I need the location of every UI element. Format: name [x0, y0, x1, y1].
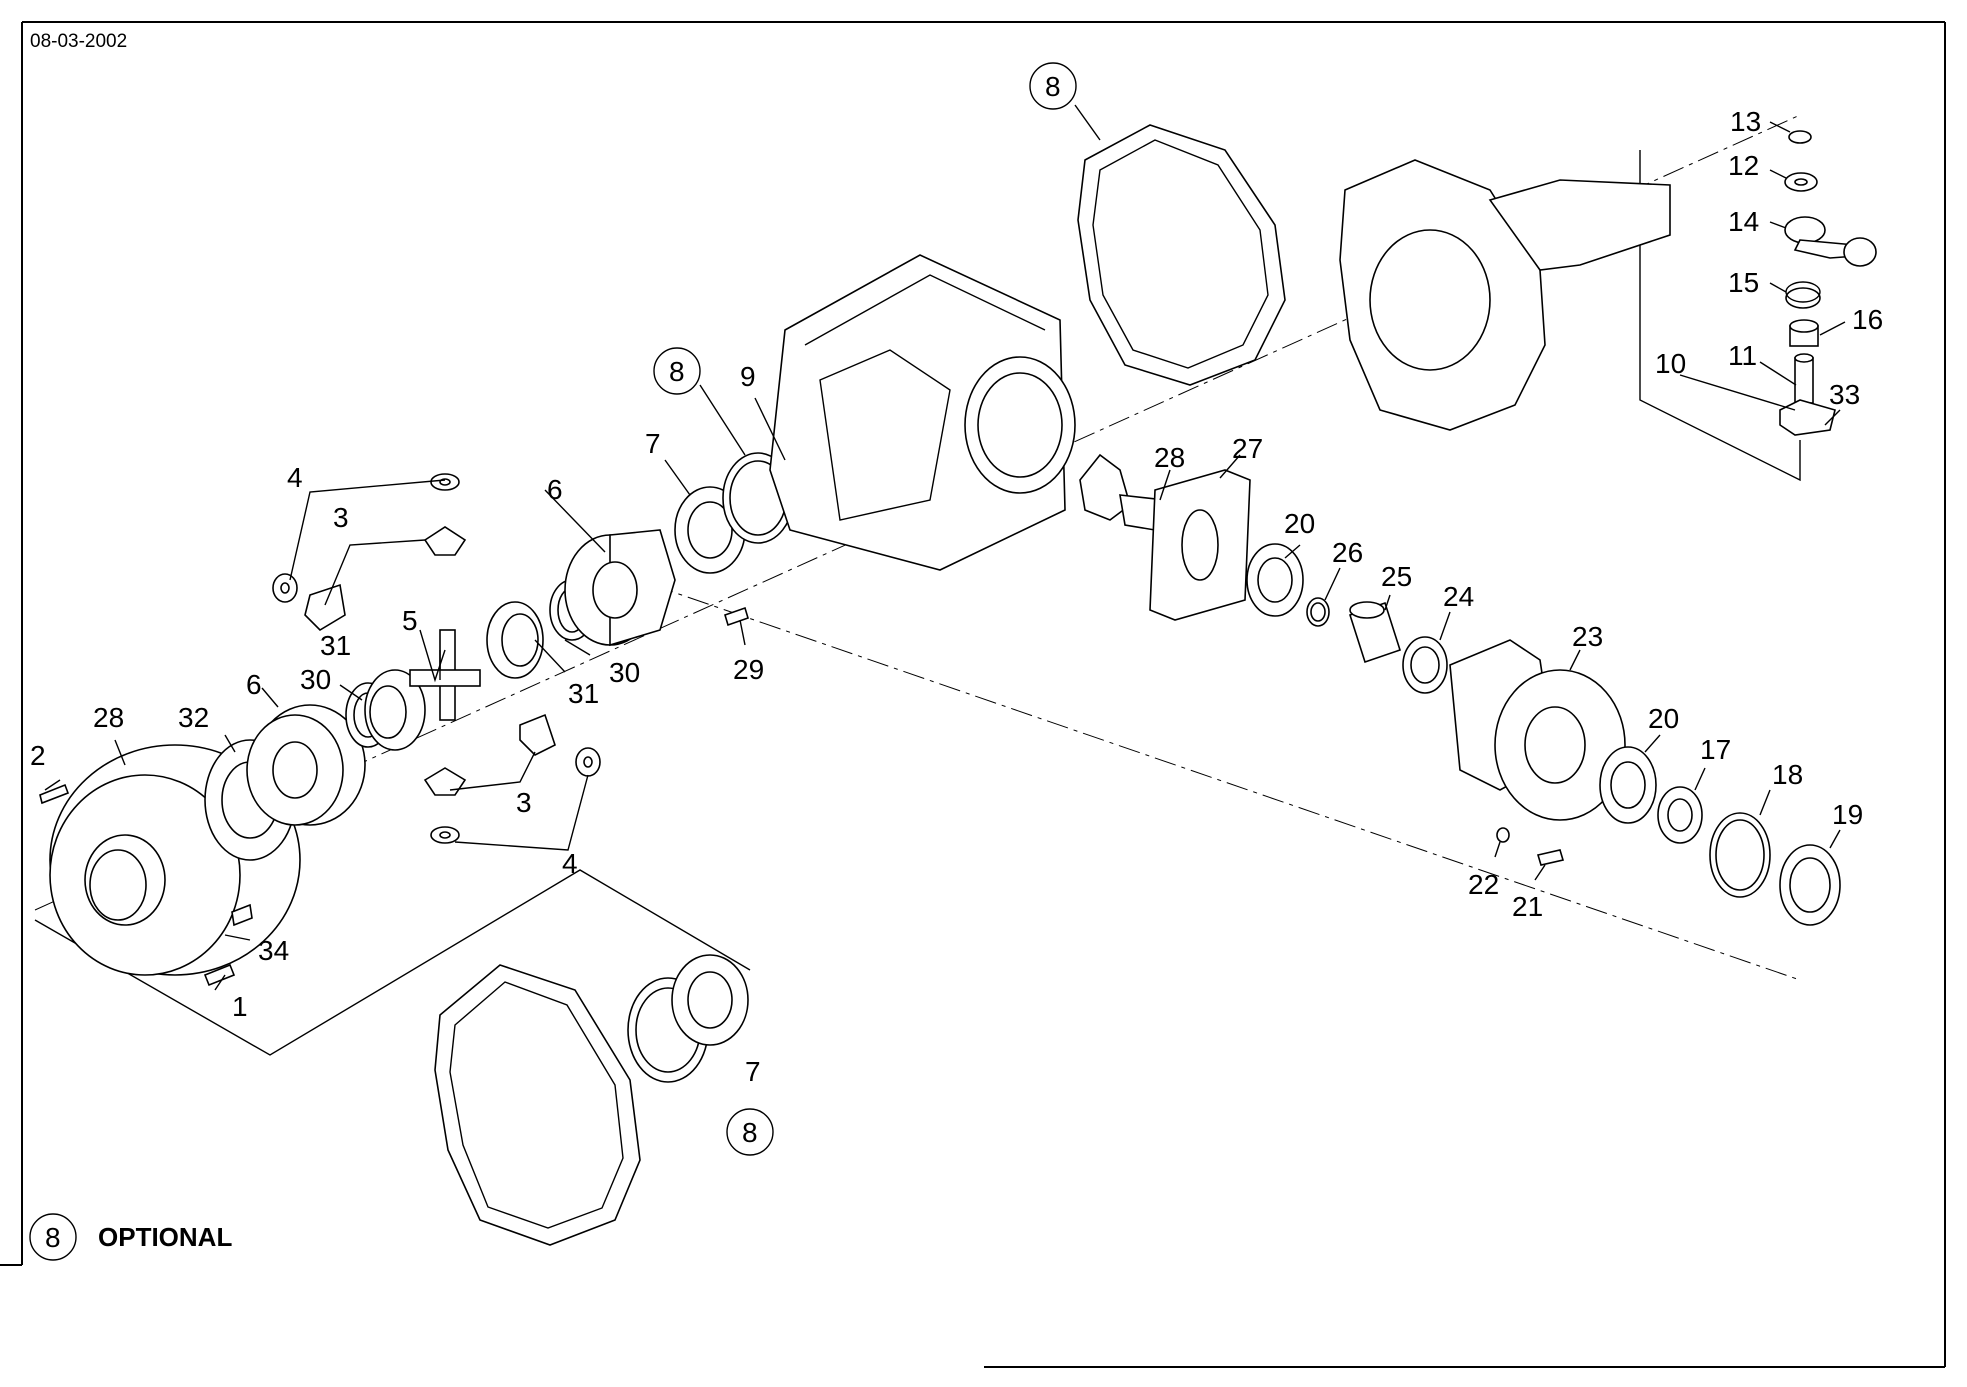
callout-15: 15 [1728, 267, 1759, 298]
part-27-flange-plate [1149, 469, 1251, 621]
part-1-bolt [203, 963, 236, 987]
callout-25: 25 [1381, 561, 1412, 592]
callout-30: 30 [300, 664, 331, 695]
part-20-bearing-right [1599, 746, 1657, 824]
part-24-oil-seal [1402, 636, 1448, 694]
part-3-pinion-gear-right [519, 713, 556, 756]
callout-5: 5 [402, 605, 418, 636]
callout-16: 16 [1852, 304, 1883, 335]
callout-22: 22 [1468, 869, 1499, 900]
callout-7: 7 [645, 428, 661, 459]
part-8-gasket-top [1077, 124, 1286, 386]
callout-2: 2 [30, 740, 46, 771]
callout-11: 11 [1728, 340, 1757, 371]
date-stamp: 08-03-2002 [30, 31, 127, 52]
callout-3: 3 [333, 502, 349, 533]
callout-13: 13 [1730, 106, 1761, 137]
marker-8-legend [29, 1213, 77, 1261]
part-4-washer-left [272, 573, 298, 603]
part-16-bushing [1789, 319, 1819, 347]
callout-30: 30 [609, 657, 640, 688]
callout-10: 10 [1655, 348, 1686, 379]
sheet-border [0, 21, 1946, 1368]
callout-32: 32 [178, 702, 209, 733]
callout-29: 29 [733, 654, 764, 685]
callout-33: 33 [1829, 379, 1860, 410]
part-29-bolt [724, 606, 749, 627]
part-17-nut [1657, 786, 1703, 844]
legend-text: OPTIONAL [98, 1222, 232, 1252]
leader-lines [44, 104, 1846, 991]
part-6-diff-case-right [564, 529, 676, 647]
callout-19: 19 [1832, 799, 1863, 830]
callout-26: 26 [1332, 537, 1363, 568]
part-13-clip [1788, 130, 1812, 144]
part-22-washer [1496, 827, 1510, 843]
callout-24: 24 [1443, 581, 1474, 612]
callout-7: 7 [745, 1056, 761, 1087]
part-8-gasket-bottom [434, 964, 641, 1246]
callout-8: 8 [669, 356, 685, 387]
marker-8-bottom [726, 1108, 774, 1156]
callout-20: 20 [1648, 703, 1679, 734]
callout-8: 8 [1045, 71, 1061, 102]
callout-23: 23 [1572, 621, 1603, 652]
marker-8-top [1029, 62, 1077, 110]
callout-28: 28 [1154, 442, 1185, 473]
callout-9: 9 [740, 361, 756, 392]
marker-8-mid [653, 347, 701, 395]
callout-31: 31 [568, 678, 599, 709]
part-19-seal-ring [1779, 844, 1841, 926]
callout-14: 14 [1728, 206, 1759, 237]
callout-21: 21 [1512, 891, 1543, 922]
part-3-pinion-gear-top [423, 526, 467, 556]
callout-31: 31 [320, 630, 351, 661]
part-3-pinion-gear-bottom [423, 767, 467, 796]
part-34-lock-plate [231, 903, 253, 927]
callout-8: 8 [742, 1117, 758, 1148]
part-18-circlip [1709, 812, 1771, 898]
part-25-spacer-sleeve [1348, 601, 1402, 664]
part-4-washer-right [575, 747, 601, 777]
callout-34: 34 [258, 935, 289, 966]
part-31-side-gear-left [364, 669, 426, 751]
axle-housing-center [769, 254, 1076, 571]
callout-27: 27 [1232, 433, 1263, 464]
part-2-pin [39, 783, 70, 805]
part-4-washer-bottom [430, 826, 460, 844]
part-26-snap-ring [1306, 597, 1330, 627]
callout-1: 1 [232, 991, 248, 1022]
part-33-base-plate [1779, 399, 1836, 436]
part-31-side-gear-right [486, 601, 544, 679]
callout-18: 18 [1772, 759, 1803, 790]
part-20-bearing-left [1246, 543, 1304, 617]
callout-20: 20 [1284, 508, 1315, 539]
part-7-bearing-bottom [671, 954, 749, 1046]
part-11-pin-shaft [1794, 353, 1814, 404]
callout-17: 17 [1700, 734, 1731, 765]
callout-6: 6 [547, 474, 563, 505]
callout-4: 4 [287, 462, 303, 493]
callout-labels: 1 2 3 3 4 4 5 6 6 7 7 8 8 8 9 10 11 12 1… [30, 71, 1883, 1148]
callout-3: 3 [516, 787, 532, 818]
part-12-washer [1784, 172, 1818, 192]
part-21-screw [1536, 849, 1565, 866]
callout-12: 12 [1728, 150, 1759, 181]
part-23-hub-housing [1449, 639, 1626, 821]
callout-6: 6 [246, 669, 262, 700]
legend-marker: 8 [45, 1222, 61, 1253]
legend-optional: 8 OPTIONAL [45, 1222, 232, 1253]
callout-4: 4 [562, 848, 578, 879]
part-15-spring [1785, 281, 1821, 309]
part-3-pinion-gear-left [304, 583, 346, 632]
callout-28: 28 [93, 702, 124, 733]
part-14-lever-arm [1784, 216, 1877, 267]
axle-housing-flange-right [1339, 159, 1671, 431]
part-4-washer-top [430, 473, 460, 491]
part-6-diff-case-left [246, 704, 366, 826]
